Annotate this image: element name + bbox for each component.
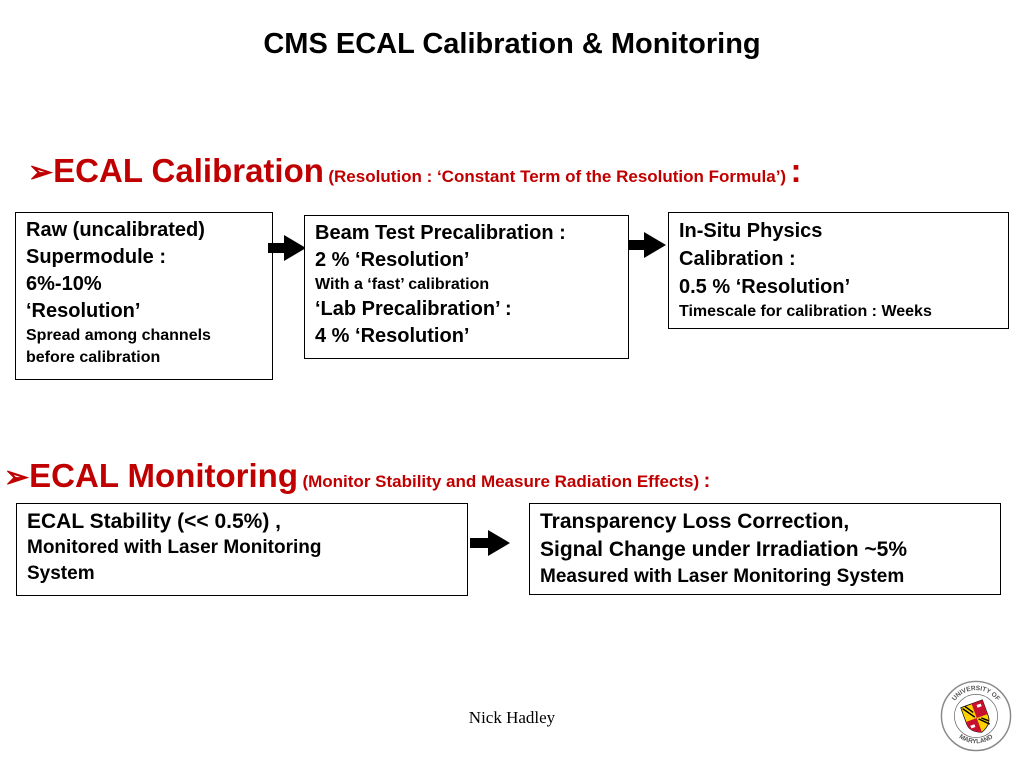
monitoring-heading: ➢ECAL Monitoring (Monitor Stability and … [4,457,710,495]
raw-line-3: 6%-10% [26,273,102,295]
transparency-note: Measured with Laser Monitoring System [540,566,905,587]
calibration-heading: ➢ECAL Calibration (Resolution : ‘Constan… [28,152,802,190]
transparency-line-2: Signal Change under Irradiation ~5% [540,538,907,561]
stability-line: ECAL Stability (<< 0.5%) , [27,510,282,533]
beam-line-4: 4 % ‘Resolution’ [315,325,470,347]
arrow-right-icon [268,235,306,261]
footer-author: Nick Hadley [468,708,556,727]
in-situ-box: In-Situ Physics Calibration : 0.5 % ‘Res… [668,212,1009,329]
raw-line-2: Supermodule : [26,246,167,268]
ecal-stability-box: ECAL Stability (<< 0.5%) , Monitored wit… [16,503,468,596]
raw-line-1: Raw (uncalibrated) [26,219,205,241]
transparency-box: Transparency Loss Correction, Signal Cha… [529,503,1001,595]
beam-line-2: 2 % ‘Resolution’ [315,249,470,271]
monitoring-heading-text: ECAL Monitoring [29,457,298,494]
transparency-line-1: Transparency Loss Correction, [540,510,850,533]
arrow-right-icon [628,232,666,258]
arrow-bullet-icon: ➢ [28,156,54,189]
beam-line-3: ‘Lab Precalibration’ : [315,298,512,320]
raw-note-1: Spread among channels [26,327,211,344]
insitu-line-1: In-Situ Physics [679,220,823,242]
arrow-bullet-icon: ➢ [4,461,30,494]
insitu-line-3: 0.5 % ‘Resolution’ [679,276,851,298]
monitoring-colon: : [703,470,711,492]
calibration-colon: : [790,152,802,189]
raw-note-2: before calibration [26,349,161,366]
raw-line-4: ‘Resolution’ [26,300,141,322]
beam-test-box: Beam Test Precalibration : 2 % ‘Resoluti… [304,215,629,359]
insitu-line-2: Calibration : [679,248,796,270]
slide-title: CMS ECAL Calibration & Monitoring [263,28,761,60]
insitu-note: Timescale for calibration : Weeks [679,303,932,320]
stability-note-2: System [27,563,95,584]
university-seal-logo: UNIVERSITY OF MARYLAND [940,680,1012,752]
calibration-heading-text: ECAL Calibration [53,152,324,189]
calibration-subheading: (Resolution : ‘Constant Term of the Reso… [328,167,787,186]
monitoring-subheading: (Monitor Stability and Measure Radiation… [302,472,700,491]
beam-note: With a ‘fast’ calibration [315,276,490,293]
beam-line-1: Beam Test Precalibration : [315,222,566,244]
raw-supermodule-box: Raw (uncalibrated) Supermodule : 6%-10% … [15,212,273,380]
arrow-right-icon [470,530,510,556]
stability-note-1: Monitored with Laser Monitoring [27,537,322,558]
